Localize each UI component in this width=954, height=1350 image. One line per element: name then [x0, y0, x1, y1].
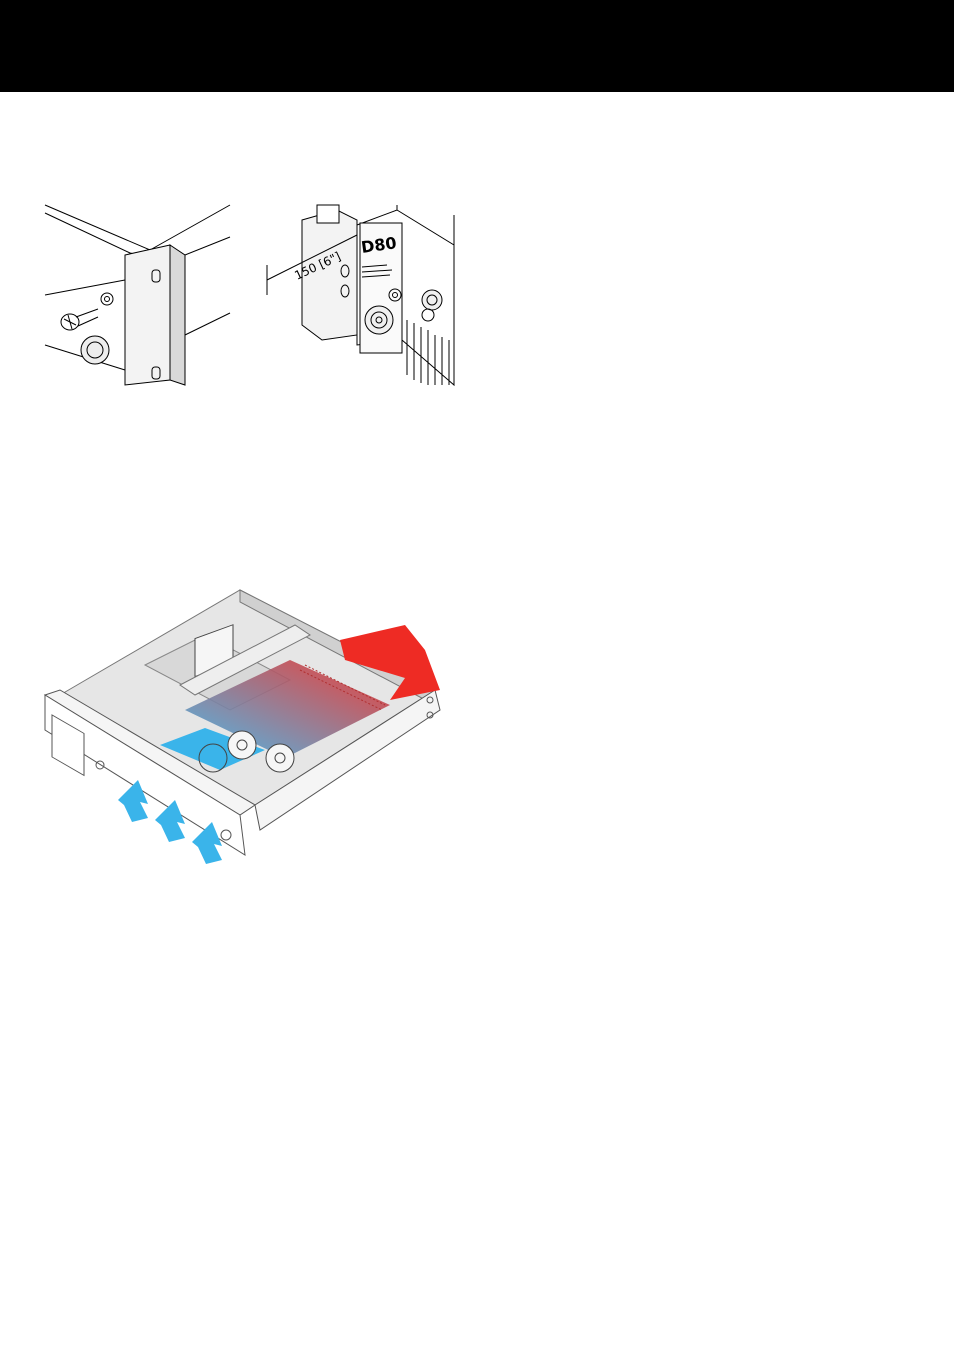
intake-arrow-icon: [118, 780, 148, 822]
front-rack-mount-illustration: [40, 195, 240, 395]
header-bar: [0, 0, 954, 92]
airflow-illustration: [40, 580, 460, 870]
rear-clearance-illustration: 150 [6"] D80: [262, 195, 462, 395]
intake-arrow-icon: [192, 822, 222, 864]
intake-arrow-icon: [155, 800, 185, 842]
fan-icon: [265, 743, 295, 773]
exhaust-arrow-icon: [340, 625, 440, 700]
model-label: D80: [360, 233, 398, 257]
fan-icon: [227, 730, 257, 760]
cool-air-zone: [160, 728, 265, 770]
